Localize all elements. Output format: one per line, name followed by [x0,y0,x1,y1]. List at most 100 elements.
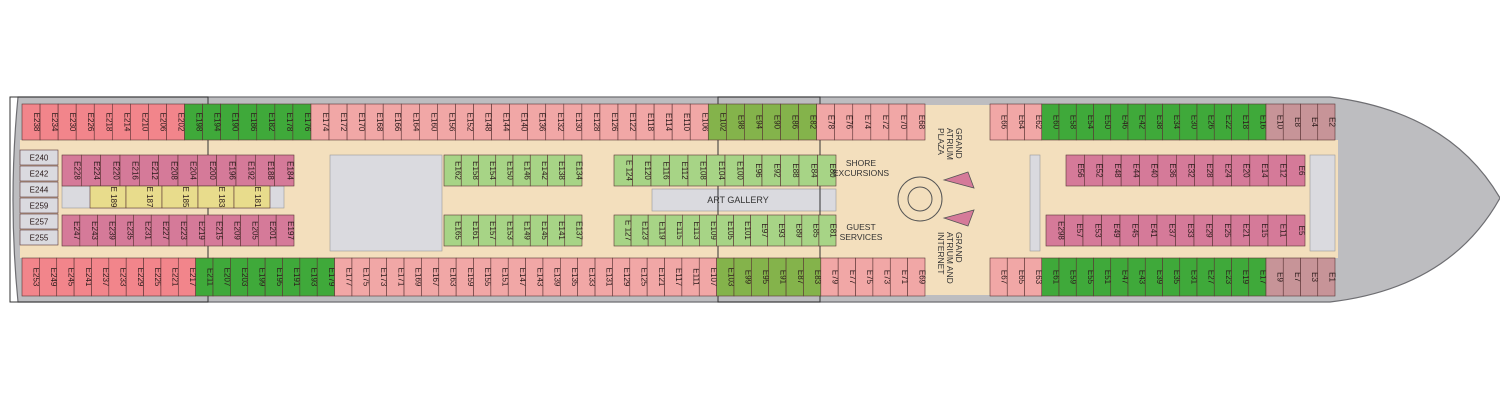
cabin-e187[interactable]: E 187 [125,185,163,209]
cabin-e76[interactable]: E76 [834,103,854,141]
cabin-e224[interactable]: E224 [81,154,101,187]
cabin-e8[interactable]: E8 [1282,103,1302,141]
cabin-e230[interactable]: E230 [57,103,77,141]
cabin-e200[interactable]: E200 [197,154,217,187]
cabin-e51[interactable]: E51 [1093,257,1113,297]
cabin-e192[interactable]: E192 [235,154,256,187]
cabin-e105[interactable]: E105 [716,214,735,247]
cabin-e88[interactable]: E88 [780,154,800,187]
cabin-e14[interactable]: E14 [1249,154,1269,187]
cabin-e127[interactable]: E 127 [613,214,633,247]
cabin-e228[interactable]: E228 [61,154,82,187]
cabin-e157[interactable]: E157 [478,214,498,247]
cabin-e57[interactable]: E57 [1064,214,1084,247]
cabin-e7[interactable]: E7 [1282,257,1302,297]
cabin-e151[interactable]: E151 [490,257,510,297]
cabin-e40[interactable]: E40 [1139,154,1159,187]
cabin-e84[interactable]: E84 [798,154,818,187]
cabin-e164[interactable]: E164 [400,103,420,141]
cabin-e120[interactable]: E120 [632,154,652,187]
cabin-e92[interactable]: E92 [761,154,781,187]
cabin-e225[interactable]: E225 [143,257,163,297]
cabin-e66[interactable]: E66 [989,103,1009,141]
cabin-e55[interactable]: E55 [1075,257,1095,297]
cabin-e67[interactable]: E67 [989,257,1009,297]
cabin-e26[interactable]: E26 [1196,103,1216,141]
cabin-e245[interactable]: E245 [56,257,76,297]
cabin-e107[interactable]: E107 [698,257,718,297]
cabin-e22[interactable]: E22 [1213,103,1233,141]
cabin-e87[interactable]: E87 [785,257,805,297]
cabin-e93[interactable]: E93 [767,214,787,247]
cabin-e99[interactable]: E99 [733,257,753,297]
cabin-e119[interactable]: E119 [647,214,667,247]
cabin-e201[interactable]: E201 [258,214,277,247]
cabin-e65[interactable]: E65 [1006,257,1026,297]
cabin-e234[interactable]: E234 [39,103,59,141]
cabin-e175[interactable]: E175 [351,257,371,297]
cabin-e141[interactable]: E141 [547,214,567,247]
cabin-e91[interactable]: E91 [768,257,788,297]
cabin-e189[interactable]: E 189 [89,185,127,209]
cabin-e226[interactable]: E226 [75,103,95,141]
cabin-e56[interactable]: E56 [1065,154,1085,187]
cabin-e223[interactable]: E223 [168,214,188,247]
cabin-e1[interactable]: E1 [1317,257,1337,297]
cabin-e101[interactable]: E101 [733,214,753,247]
cabin-e152[interactable]: E152 [455,103,474,141]
cabin-e68[interactable]: E68 [906,103,926,141]
cabin-e78[interactable]: E78 [816,103,836,141]
cabin-e167[interactable]: E167 [421,257,440,297]
cabin-e39[interactable]: E39 [1144,257,1164,297]
cabin-e24[interactable]: E24 [1212,154,1232,187]
cabin-e133[interactable]: E133 [577,257,597,297]
cabin-e137[interactable]: E137 [564,214,584,247]
cabin-e186[interactable]: E186 [238,103,258,141]
cabin-e53[interactable]: E53 [1082,214,1102,247]
cabin-e16[interactable]: E16 [1248,103,1268,141]
cabin-e77[interactable]: E77 [837,257,857,297]
cabin-e214[interactable]: E214 [112,103,131,141]
cabin-e117[interactable]: E117 [664,257,684,297]
cabin-e122[interactable]: E122 [617,103,637,141]
cabin-e142[interactable]: E142 [529,154,549,187]
cabin-e35[interactable]: E35 [1162,257,1182,297]
cabin-e146[interactable]: E146 [512,154,532,187]
cabin-e163[interactable]: E163 [438,257,458,297]
cabin-e216[interactable]: E216 [119,154,140,187]
cabin-e64[interactable]: E64 [1006,103,1026,141]
cabin-e139[interactable]: E139 [542,257,562,297]
cabin-e123[interactable]: E123 [630,214,650,247]
cabin-e171[interactable]: E171 [386,257,406,297]
cabin-e111[interactable]: E111 [681,257,701,297]
cabin-e207[interactable]: E207 [212,257,232,297]
cabin-e138[interactable]: E138 [547,154,567,187]
cabin-e126[interactable]: E126 [599,103,619,141]
cabin-e176[interactable]: E176 [292,103,312,141]
cabin-e241[interactable]: E241 [73,257,93,297]
cabin-e42[interactable]: E42 [1127,103,1147,141]
cabin-e145[interactable]: E145 [529,214,549,247]
cabin-e5[interactable]: E5 [1286,214,1306,247]
cabin-e37[interactable]: E37 [1156,214,1176,247]
cabin-e239[interactable]: E239 [97,214,117,247]
cabin-e204[interactable]: E204 [177,154,198,187]
cabin-e227[interactable]: E227 [150,214,170,247]
cabin-e114[interactable]: E114 [653,103,673,141]
cabin-e208[interactable]: E208 [158,154,179,187]
cabin-e235[interactable]: E235 [115,214,135,247]
cabin-e173[interactable]: E173 [369,257,388,297]
cabin-e75[interactable]: E75 [855,257,875,297]
cabin-e129[interactable]: E129 [612,257,631,297]
cabin-e32[interactable]: E32 [1176,154,1196,187]
cabin-e69[interactable]: E69 [907,257,927,297]
cabin-e247[interactable]: E247 [61,214,81,247]
cabin-e197[interactable]: E197 [275,214,295,247]
cabin-e11[interactable]: E11 [1267,214,1287,247]
cabin-e191[interactable]: E191 [282,257,301,297]
cabin-e112[interactable]: E112 [669,154,689,187]
cabin-e132[interactable]: E132 [545,103,565,141]
cabin-e178[interactable]: E178 [274,103,294,141]
cabin-e116[interactable]: E116 [650,154,670,187]
